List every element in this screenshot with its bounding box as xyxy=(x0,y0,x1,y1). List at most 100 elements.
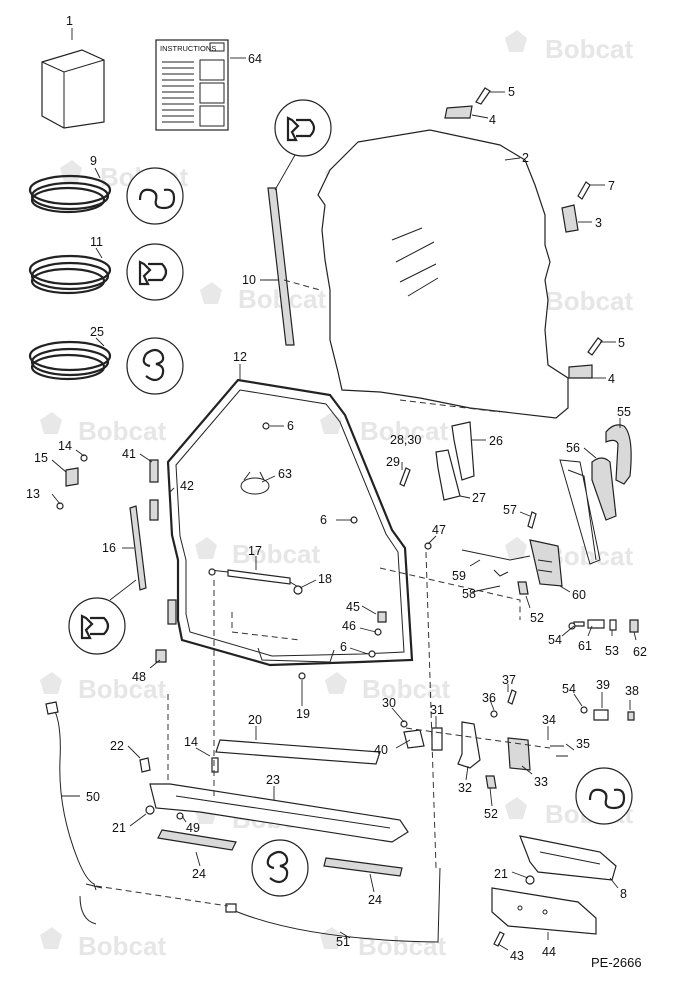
part-36-nut xyxy=(490,710,498,718)
callout-label: 3 xyxy=(595,216,602,230)
callout-label: 43 xyxy=(510,949,524,963)
callout-label: 10 xyxy=(242,273,256,287)
callout-label: 46 xyxy=(342,619,356,633)
callout-label: 52 xyxy=(484,807,498,821)
leader-lines xyxy=(51,28,637,951)
seal-profile-icon xyxy=(126,337,184,395)
callout-label: 30 xyxy=(382,696,396,710)
callout-label: 8 xyxy=(620,887,627,901)
diagram-code: PE-2666 xyxy=(591,955,642,970)
part-7-screw-side xyxy=(577,181,591,200)
callout-label: 44 xyxy=(542,945,556,959)
part-55-handle xyxy=(605,424,632,485)
callout-label: 49 xyxy=(186,821,200,835)
callout-label: 28,30 xyxy=(390,433,421,447)
callout-label: 63 xyxy=(278,467,292,481)
watermark-text: Bobcat xyxy=(78,674,166,704)
watermark-text: Bobcat xyxy=(78,416,166,446)
part-1-box xyxy=(41,49,105,129)
part-54-washer xyxy=(580,706,588,714)
part-3-clip-side xyxy=(561,204,579,233)
watermark: Bobcat xyxy=(505,30,633,64)
callout-label: 29 xyxy=(386,455,400,469)
callout-label: 60 xyxy=(572,588,586,602)
bobcat-logo-icon xyxy=(320,927,342,949)
watermark: Bobcat xyxy=(320,927,446,961)
callout-label: 36 xyxy=(482,691,496,705)
part-10-seal-strip xyxy=(267,99,332,346)
part-4-clip-top xyxy=(444,105,473,119)
part-14-screw-lower xyxy=(211,757,219,773)
callout-label: 45 xyxy=(346,600,360,614)
part-2-glass xyxy=(317,129,569,419)
callout-label: 38 xyxy=(625,684,639,698)
callout-label: 50 xyxy=(86,790,100,804)
bobcat-logo-icon xyxy=(40,927,62,949)
bobcat-logo-icon xyxy=(505,537,527,559)
callout-label: 42 xyxy=(180,479,194,493)
part-6-nut xyxy=(262,422,270,430)
callout-label: 1 xyxy=(66,14,73,28)
part-61-striker xyxy=(573,619,605,629)
part-14-screw xyxy=(80,454,88,462)
part-64-instructions: INSTRUCTIONS xyxy=(155,39,229,131)
part-24-strip-left xyxy=(157,829,237,851)
callout-label: 5 xyxy=(508,85,515,99)
callout-label: 13 xyxy=(26,487,40,501)
part-30-nut xyxy=(400,720,408,728)
part-48-block xyxy=(155,649,167,663)
part-15-catch xyxy=(65,467,79,487)
callout-label: 53 xyxy=(605,644,619,658)
callout-label: 40 xyxy=(374,743,388,757)
part-8-step-guard xyxy=(519,835,617,881)
callout-label: 23 xyxy=(266,773,280,787)
callout-label: 39 xyxy=(596,678,610,692)
callout-label: 61 xyxy=(578,639,592,653)
part-53-nut xyxy=(609,619,617,631)
watermark-text: Bobcat xyxy=(362,674,450,704)
watermark-text: Bobcat xyxy=(358,931,446,961)
callout-label: 5 xyxy=(618,336,625,350)
part-11-seal-roll xyxy=(28,243,184,301)
bobcat-logo-icon xyxy=(40,412,62,434)
watermark: Bobcat xyxy=(195,537,320,569)
part-47-nut xyxy=(424,542,432,550)
part-25-seal-roll xyxy=(28,337,184,395)
callout-label: 48 xyxy=(132,670,146,684)
callout-label: 16 xyxy=(102,541,116,555)
bobcat-logo-icon xyxy=(60,160,82,182)
part-5-screw-bottom xyxy=(587,337,603,356)
callout-label: 20 xyxy=(248,713,262,727)
callout-label: 58 xyxy=(462,587,476,601)
callout-label: 57 xyxy=(503,503,517,517)
callout-label: 52 xyxy=(530,611,544,625)
bobcat-logo-icon xyxy=(325,672,347,694)
part-seal-profile-right xyxy=(575,767,633,825)
part-60-latch xyxy=(529,539,563,587)
callout-label: 41 xyxy=(122,447,136,461)
callout-label: 17 xyxy=(248,544,262,558)
bobcat-logo-icon xyxy=(40,672,62,694)
part-13-screw xyxy=(56,502,64,510)
callout-label: 14 xyxy=(58,439,72,453)
callout-label: 31 xyxy=(430,703,444,717)
callout-label: 14 xyxy=(184,735,198,749)
callout-label: 55 xyxy=(617,405,631,419)
bobcat-logo-icon xyxy=(505,30,527,52)
callout-label: 27 xyxy=(472,491,486,505)
bobcat-logo-icon xyxy=(195,537,217,559)
seal-profile-icon xyxy=(126,243,184,301)
callout-label: 21 xyxy=(494,867,508,881)
watermark: Bobcat xyxy=(325,672,450,704)
callout-label: 56 xyxy=(566,441,580,455)
part-21-nut xyxy=(145,805,155,815)
callout-label: 6 xyxy=(340,640,347,654)
watermark-text: Bobcat xyxy=(545,286,633,316)
callout-label: 11 xyxy=(90,235,103,249)
callout-label: 7 xyxy=(608,179,615,193)
part-seal-profile-bottom xyxy=(251,839,309,897)
part-23-rail xyxy=(149,783,409,843)
part-19-nut xyxy=(298,672,306,680)
part-63-cable-tie xyxy=(240,471,270,495)
part-31-plate xyxy=(431,727,443,751)
